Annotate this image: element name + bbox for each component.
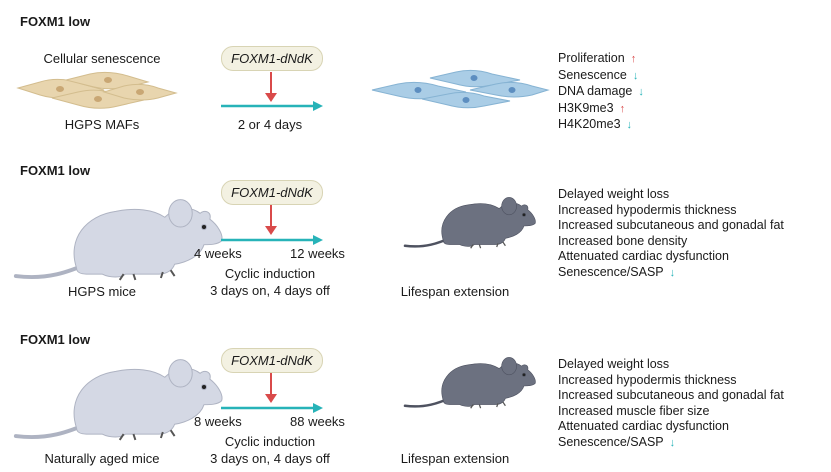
outcome-item: Delayed weight loss: [558, 357, 784, 373]
outcome-text: DNA damage: [558, 84, 633, 98]
outcome-text: H3K9me3: [558, 100, 614, 115]
arrow-down-icon: ↓: [669, 436, 676, 449]
treated-aged-mouse-icon: [403, 356, 537, 410]
outcome-item: Delayed weight loss: [558, 187, 784, 203]
outcome-text: H4K20me3: [558, 117, 621, 131]
arrow-down-icon: ↓: [632, 69, 639, 82]
induction-arrow-icon: [265, 372, 277, 403]
end-time-label: 12 weeks: [290, 246, 345, 261]
regimen-label: Cyclic induction: [224, 434, 316, 449]
arrow-down-icon: ↓: [626, 119, 633, 131]
arrow-up-icon: ↑: [630, 53, 637, 65]
outcome-text: Senescence/SASP: [558, 264, 664, 279]
outcome-text: Attenuated cardiac dysfunction: [558, 249, 729, 263]
outcome-text: Increased bone density: [558, 233, 688, 248]
induction-arrow-icon: [265, 72, 277, 102]
induction-arrow-icon: [265, 204, 277, 235]
outcome-item: DNA damage ↓: [558, 84, 644, 101]
outcome-item: H3K9me3 ↑: [558, 101, 644, 118]
arrow-down-icon: ↓: [638, 86, 644, 98]
regimen-label: Cyclic induction: [224, 266, 316, 281]
arrow-down-icon: ↓: [669, 266, 676, 279]
senescent-cells-icon: [16, 71, 178, 109]
outcome-item: Attenuated cardiac dysfunction: [558, 419, 784, 435]
panel-2-heading: FOXM1 low: [20, 163, 91, 178]
treatment-pill: FOXM1-dNdK: [221, 348, 323, 373]
start-time-label: 4 weeks: [194, 246, 242, 261]
regimen-schedule-label: 3 days on, 4 days off: [210, 451, 330, 466]
outcome-text: Increased muscle fiber size: [558, 403, 710, 418]
outcome-item: Senescence/SASP ↓: [558, 435, 784, 452]
panel-3-heading: FOXM1 low: [20, 332, 91, 347]
lifespan-extension-label: Lifespan extension: [400, 284, 510, 299]
outcome-item: Increased bone density: [558, 234, 784, 250]
timeline-arrow-icon: [221, 101, 323, 111]
arrow-up-icon: ↑: [619, 102, 626, 115]
cellular-senescence-label: Cellular senescence: [43, 51, 161, 66]
hgps-mafs-label: HGPS MAFs: [64, 117, 140, 132]
outcome-item: Senescence ↓: [558, 68, 644, 85]
panel-1-heading: FOXM1 low: [20, 14, 91, 29]
lifespan-extension-label: Lifespan extension: [400, 451, 510, 466]
outcome-text: Delayed weight loss: [558, 187, 670, 201]
treatment-pill: FOXM1-dNdK: [221, 180, 323, 205]
hgps-mice-label: HGPS mice: [68, 284, 136, 299]
outcome-text: Senescence: [558, 67, 627, 82]
treated-hgps-mouse-icon: [403, 196, 537, 250]
outcome-item: Proliferation ↑: [558, 51, 644, 68]
outcome-text: Increased hypodermis thickness: [558, 372, 737, 387]
outcome-text: Senescence/SASP: [558, 434, 664, 449]
end-time-label: 88 weeks: [290, 414, 345, 429]
treatment-pill: FOXM1-dNdK: [221, 46, 323, 71]
outcome-item: Attenuated cardiac dysfunction: [558, 249, 784, 265]
aged-mouse-icon: [13, 357, 224, 442]
start-time-label: 8 weeks: [194, 414, 242, 429]
outcome-item: Senescence/SASP ↓: [558, 265, 784, 282]
timeline-arrow-icon: [221, 235, 323, 245]
outcome-text: Increased hypodermis thickness: [558, 202, 737, 217]
outcome-item: Increased hypodermis thickness: [558, 203, 784, 219]
outcome-item: Increased muscle fiber size: [558, 404, 784, 420]
outcome-text: Increased subcutaneous and gonadal fat: [558, 388, 784, 402]
panel-1-outcomes: Proliferation↑Senescence↓DNA damage↓H3K9…: [558, 51, 644, 134]
proliferating-cells-icon: [371, 69, 550, 109]
naturally-aged-mice-label: Naturally aged mice: [44, 451, 160, 466]
outcome-item: H4K20me3 ↓: [558, 117, 644, 134]
outcome-text: Attenuated cardiac dysfunction: [558, 419, 729, 433]
outcome-text: Increased subcutaneous and gonadal fat: [558, 218, 784, 232]
outcome-item: Increased subcutaneous and gonadal fat: [558, 388, 784, 404]
duration-label: 2 or 4 days: [237, 117, 303, 132]
outcome-text: Delayed weight loss: [558, 357, 670, 371]
regimen-schedule-label: 3 days on, 4 days off: [210, 283, 330, 298]
timeline-arrow-icon: [221, 403, 323, 413]
outcome-item: Increased hypodermis thickness: [558, 373, 784, 389]
outcome-text: Proliferation: [558, 51, 625, 65]
outcome-item: Increased subcutaneous and gonadal fat: [558, 218, 784, 234]
